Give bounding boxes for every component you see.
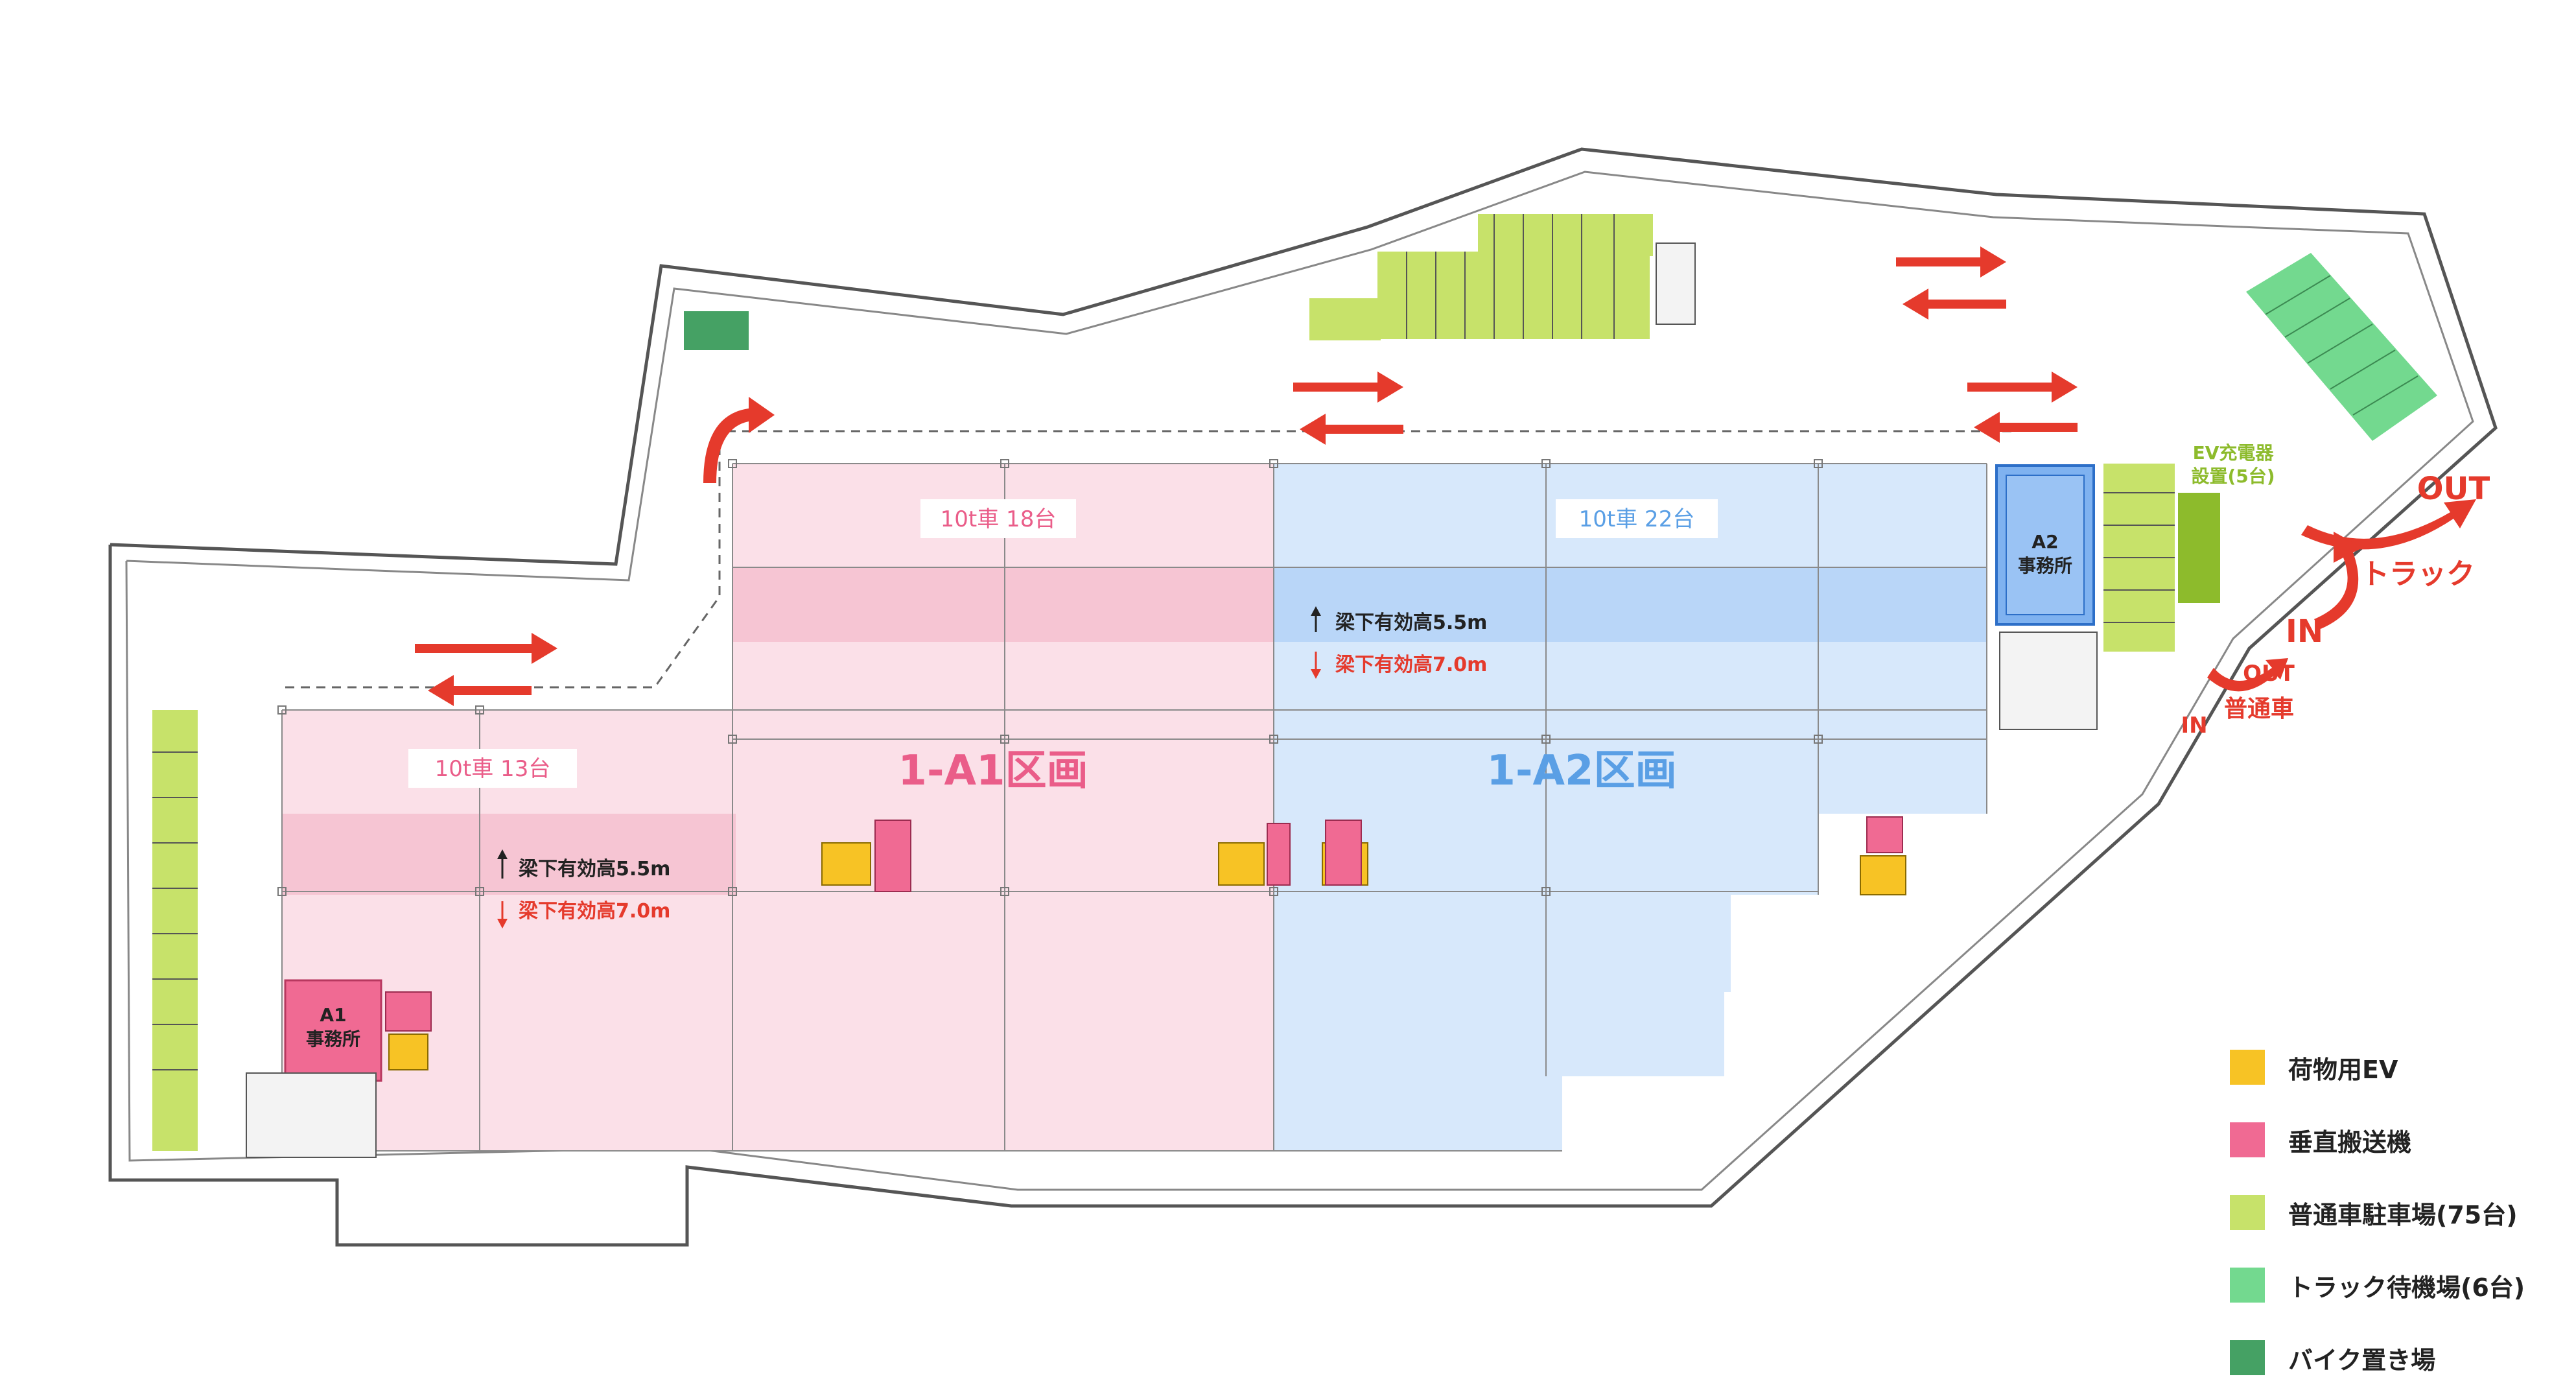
truck-label: トラック <box>2361 558 2475 591</box>
legend-label: バイク置き場 <box>2288 1345 2436 1375</box>
legend: 荷物用EV 垂直搬送機 普通車駐車場(75台) トラック待機場(6台) バイク置… <box>2230 1031 2567 1394</box>
access-road-dashed <box>285 430 2016 689</box>
site-boundary-inner <box>125 171 2474 1191</box>
legend-item-freight-ev: 荷物用EV <box>2230 1031 2567 1104</box>
site-boundary-outer <box>108 147 2498 1247</box>
office-a1-label: 事務所 <box>306 1028 360 1050</box>
office-a2-label: 事務所 <box>2018 555 2072 576</box>
legend-swatch-car-parking <box>2230 1195 2265 1230</box>
legend-swatch-vertical-conveyor <box>2230 1122 2265 1157</box>
berth-a2-top: 10t車 22台 <box>1579 506 1695 532</box>
berth-a1-top: 10t車 18台 <box>941 506 1057 532</box>
car-label: 普通車 <box>2224 696 2294 722</box>
legend-label: 普通車駐車場(75台) <box>2288 1200 2518 1229</box>
zone-a1-band-left <box>282 814 736 895</box>
height-indicator-a2 <box>1311 606 1321 679</box>
car-out-label: OUT <box>2243 661 2295 687</box>
legend-label: 垂直搬送機 <box>2288 1128 2412 1157</box>
legend-item-truck-waiting: トラック待機場(6台) <box>2230 1249 2567 1321</box>
beam-height-a2-55: 梁下有効高5.5m <box>1335 611 1487 634</box>
truck-in-label: IN <box>2286 613 2323 650</box>
core-structures <box>246 242 2098 1158</box>
legend-label: 荷物用EV <box>2288 1055 2398 1084</box>
structural-grid <box>281 463 1987 1152</box>
zone-a1-name: 1-A1区画 <box>898 747 1088 795</box>
office-a1-code: A1 <box>320 1004 346 1026</box>
legend-swatch-truck-waiting <box>2230 1268 2265 1303</box>
traffic-arrows <box>415 246 2476 706</box>
column-markers <box>277 459 1823 896</box>
legend-item-car-parking: 普通車駐車場(75台) <box>2230 1176 2567 1249</box>
zone-a1-band-top <box>732 567 1274 642</box>
vertical-conveyors <box>385 816 1903 1032</box>
beam-height-a1-70: 梁下有効高7.0m <box>519 900 670 923</box>
legend-item-vertical-conveyor: 垂直搬送機 <box>2230 1104 2567 1176</box>
legend-swatch-freight-ev <box>2230 1050 2265 1085</box>
bike-parking <box>684 311 749 350</box>
parking-lot-top <box>1309 214 1653 340</box>
legend-label: トラック待機場(6台) <box>2288 1273 2525 1302</box>
berth-a1-left: 10t車 13台 <box>435 756 551 782</box>
height-indicator-a1 <box>497 849 508 928</box>
legend-swatch-bike-parking <box>2230 1340 2265 1375</box>
zone-a2-band-top <box>1274 567 1987 642</box>
beam-height-a1-55: 梁下有効高5.5m <box>519 858 670 880</box>
car-in-label: IN <box>2181 713 2207 738</box>
office-a2-code: A2 <box>2032 531 2058 552</box>
office-a1-box <box>284 979 382 1082</box>
beam-height-a2-70: 梁下有効高7.0m <box>1335 654 1487 676</box>
truck-waiting-area <box>2246 253 2437 441</box>
ev-charger-line2: 設置(5台) <box>2191 466 2275 487</box>
parking-lot-right <box>2103 464 2220 652</box>
legend-item-bike-parking: バイク置き場 <box>2230 1321 2567 1394</box>
parking-lot-left <box>152 710 198 1151</box>
zone-a2-name: 1-A2区画 <box>1486 747 1676 795</box>
truck-out-label: OUT <box>2417 471 2490 507</box>
ev-charger-line1: EV充電器 <box>2193 442 2275 464</box>
